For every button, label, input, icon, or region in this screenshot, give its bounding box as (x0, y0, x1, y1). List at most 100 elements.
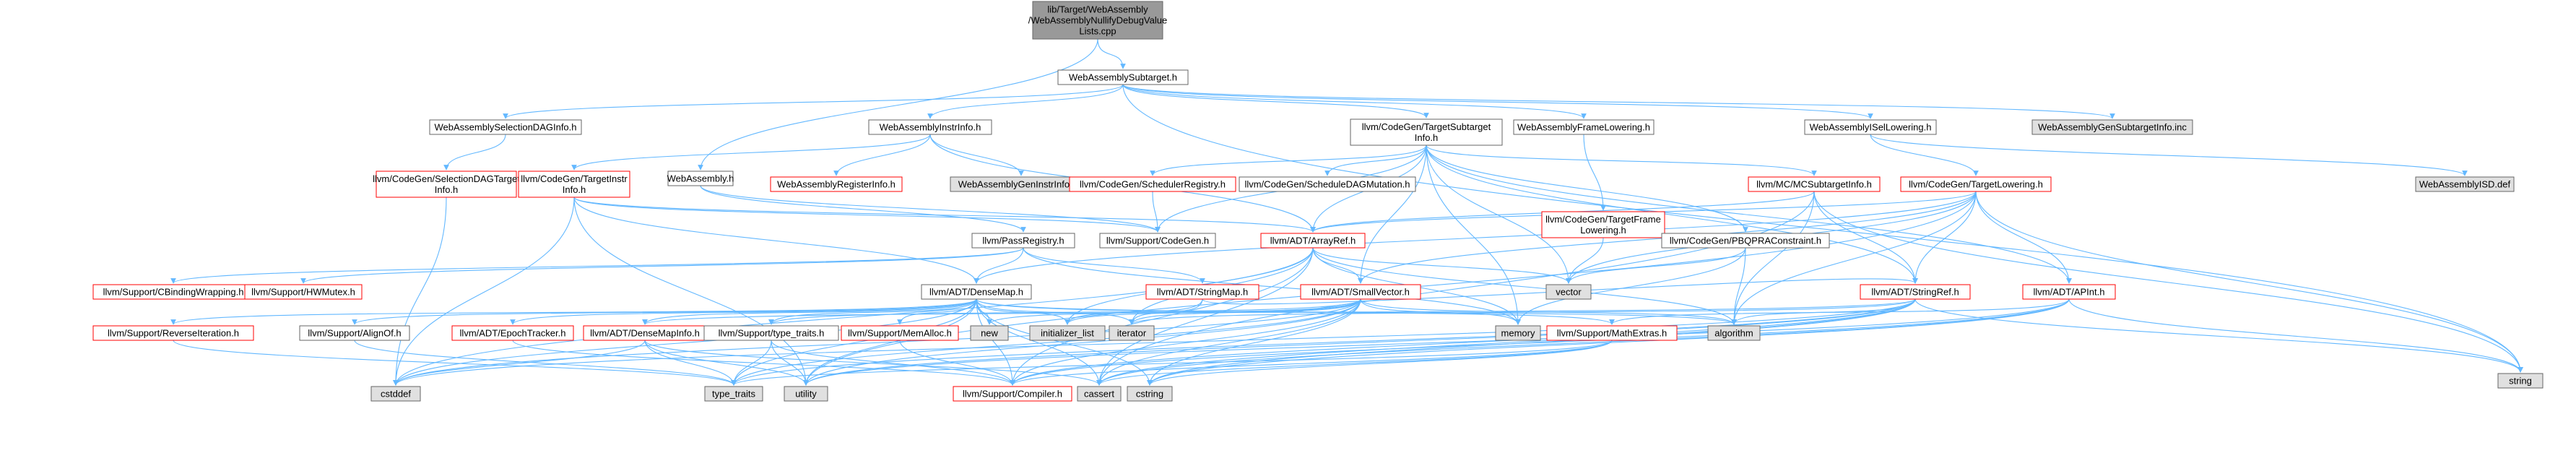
node-mcsub[interactable]: llvm/MC/MCSubtargetInfo.h (1748, 176, 1881, 192)
edge-wa-to-passreg (700, 185, 1026, 233)
node-wa[interactable]: WebAssembly.h (667, 171, 734, 186)
node-label: llvm/ADT/APInt.h (2034, 287, 2105, 298)
node-instrinfo[interactable]: WebAssemblyInstrInfo.h (868, 119, 992, 135)
edge-apint-to-compiler (1010, 298, 2070, 386)
node-densemap[interactable]: llvm/ADT/DenseMap.h (921, 284, 1032, 300)
node-stringref[interactable]: llvm/ADT/StringRef.h (1860, 284, 1971, 300)
edge-tsi-to-mcsub (1426, 144, 1817, 176)
node-iterator[interactable]: iterator (1109, 325, 1155, 341)
node-label: llvm/Support/CBindingWrapping.h (103, 287, 244, 298)
node-label: Lists.cpp (1079, 26, 1116, 37)
node-codegen[interactable]: llvm/Support/CodeGen.h (1099, 233, 1216, 249)
node-stringmap[interactable]: llvm/ADT/StringMap.h (1145, 284, 1259, 300)
node-box-hwmutex (244, 284, 363, 300)
node-arrayref[interactable]: llvm/ADT/ArrayRef.h (1260, 233, 1366, 249)
node-scheddag[interactable]: llvm/CodeGen/ScheduleDAGMutation.h (1239, 176, 1416, 192)
node-label: llvm/ADT/DenseMap.h (929, 287, 1023, 298)
node-box-cstring (1127, 386, 1173, 402)
edge-targetlow-to-densemap (973, 191, 1977, 284)
node-string[interactable]: string (2497, 373, 2544, 389)
node-hwmutex[interactable]: llvm/Support/HWMutex.h (244, 284, 363, 300)
node-cbinding[interactable]: llvm/Support/CBindingWrapping.h (92, 284, 254, 300)
node-subtarget[interactable]: WebAssemblySubtarget.h (1057, 69, 1189, 85)
node-vector[interactable]: vector (1545, 284, 1592, 300)
node-memalloc[interactable]: llvm/Support/MemAlloc.h (841, 325, 959, 341)
node-box-smallvec (1300, 284, 1421, 300)
node-smallvec[interactable]: llvm/ADT/SmallVector.h (1300, 284, 1421, 300)
node-label: llvm/Support/MathExtras.h (1557, 328, 1667, 339)
node-box-cassert (1077, 386, 1122, 402)
node-epoch[interactable]: llvm/ADT/EpochTracker.h (451, 325, 574, 341)
edge-passreg-to-memory (1023, 247, 1521, 325)
node-schedreg[interactable]: llvm/CodeGen/SchedulerRegistry.h (1069, 176, 1236, 192)
node-box-wa (667, 171, 734, 186)
node-typetraitsh[interactable]: llvm/Support/type_traits.h (703, 325, 839, 341)
node-cassert[interactable]: cassert (1077, 386, 1122, 402)
edge-smallvec-to-memory (1360, 298, 1521, 325)
edge-targetlow-to-stringref (1912, 191, 1977, 284)
node-isel[interactable]: WebAssemblyISelLowering.h (1804, 119, 1937, 135)
node-box-epoch (451, 325, 574, 341)
edge-stringref-to-compiler (1010, 298, 1916, 386)
node-alignof[interactable]: llvm/Support/AlignOf.h (299, 325, 410, 341)
node-root[interactable]: lib/Target/WebAssembly/WebAssemblyNullif… (1028, 1, 1167, 40)
node-utility[interactable]: utility (784, 386, 828, 402)
node-algorithm[interactable]: algorithm (1707, 325, 1761, 341)
edge-densemap-to-reverseiter (170, 298, 977, 325)
node-label: WebAssemblyGenSubtargetInfo.inc (2038, 122, 2187, 133)
node-pbqp[interactable]: llvm/CodeGen/PBQPRAConstraint.h (1661, 233, 1830, 249)
node-box-mathextras (1546, 325, 1678, 341)
edge-passreg-to-cbinding (170, 247, 1024, 284)
node-mathextras[interactable]: llvm/Support/MathExtras.h (1546, 325, 1678, 341)
node-isd[interactable]: WebAssemblyISD.def (2415, 176, 2515, 192)
node-box-frame (1513, 119, 1655, 135)
edge-mathextras-to-cstring (1147, 340, 1613, 386)
node-box-stringmap (1145, 284, 1259, 300)
node-reverseiter[interactable]: llvm/Support/ReverseIteration.h (92, 325, 254, 341)
edge-arrayref-to-vector (1312, 247, 1571, 284)
node-apint[interactable]: llvm/ADT/APInt.h (2022, 284, 2116, 300)
node-gensub[interactable]: WebAssemblyGenSubtargetInfo.inc (2031, 119, 2193, 135)
node-label: initializer_list (1041, 328, 1094, 339)
node-box-initlist (1029, 325, 1106, 341)
edge-stringref-to-densemapinfo (642, 298, 1916, 325)
node-box-gensub (2031, 119, 2193, 135)
node-targetlow[interactable]: llvm/CodeGen/TargetLowering.h (1900, 176, 2052, 192)
node-box-utility (784, 386, 828, 402)
edge-stringref-to-typetraits (731, 298, 1916, 386)
node-passreg[interactable]: llvm/PassRegistry.h (971, 233, 1075, 249)
node-compiler[interactable]: llvm/Support/Compiler.h (953, 386, 1072, 402)
node-geninstr[interactable]: WebAssemblyGenInstrInfo.inc (950, 176, 1093, 192)
node-label: WebAssemblySubtarget.h (1069, 72, 1177, 83)
node-initlist[interactable]: initializer_list (1029, 325, 1106, 341)
node-cstring[interactable]: cstring (1127, 386, 1173, 402)
edge-wa-to-codegen (700, 185, 1161, 233)
node-box-targetinstr (518, 171, 630, 198)
node-label: llvm/ADT/StringRef.h (1871, 287, 1959, 298)
node-label: llvm/CodeGen/PBQPRAConstraint.h (1670, 236, 1821, 246)
node-seldag[interactable]: WebAssemblySelectionDAGInfo.h (429, 119, 582, 135)
node-label: /WebAssemblyNullifyDebugValue (1028, 15, 1167, 26)
node-typetraits[interactable]: type_traits (704, 386, 763, 402)
node-label: llvm/PassRegistry.h (982, 236, 1064, 246)
node-cstddef[interactable]: cstddef (370, 386, 421, 402)
node-densemapinfo[interactable]: llvm/ADT/DenseMapInfo.h (583, 325, 707, 341)
edge-mathextras-to-cassert (1096, 340, 1613, 386)
edge-passreg-to-densemap (973, 247, 1024, 284)
node-frame[interactable]: WebAssemblyFrameLowering.h (1513, 119, 1655, 135)
node-box-isel (1804, 119, 1937, 135)
node-box-schedreg (1069, 176, 1236, 192)
edge-smallvec-to-utility (803, 298, 1361, 386)
node-new[interactable]: new (970, 325, 1009, 341)
node-box-vector (1545, 284, 1592, 300)
node-reginfo[interactable]: WebAssemblyRegisterInfo.h (770, 176, 903, 192)
edge-root-to-subtarget (1097, 38, 1126, 69)
node-memory[interactable]: memory (1495, 325, 1541, 341)
edge-targetinstr-to-utility (573, 197, 809, 386)
node-layer: lib/Target/WebAssembly/WebAssemblyNullif… (92, 1, 2544, 402)
node-label: cstring (1136, 389, 1163, 400)
